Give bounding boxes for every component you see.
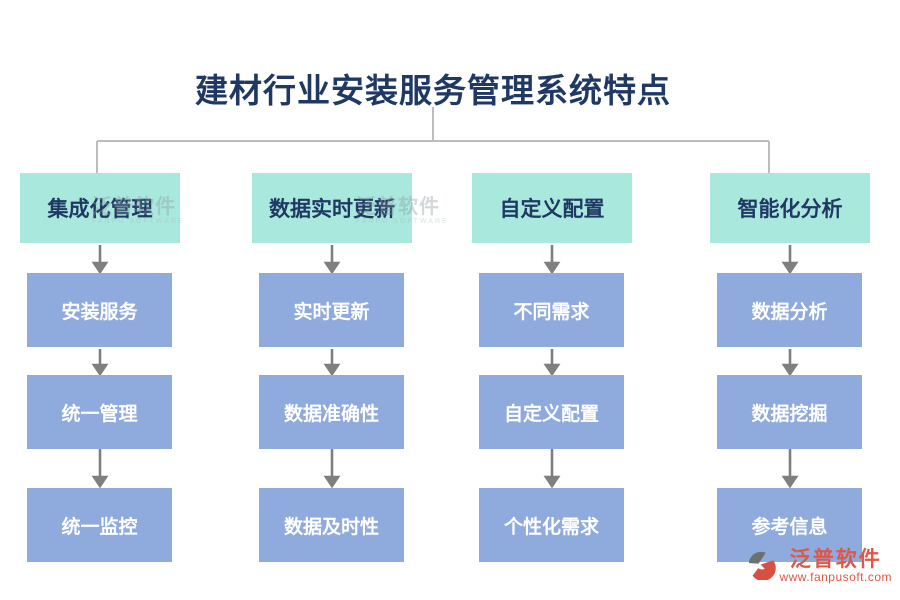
feature-item: 自定义配置	[479, 375, 624, 449]
arrow-down-icon	[323, 349, 341, 377]
feature-header-realtime-data: 数据实时更新	[252, 173, 412, 243]
arrow-down-icon	[323, 449, 341, 489]
feature-header-integration: 集成化管理	[20, 173, 180, 243]
feature-header-smart-analysis: 智能化分析	[710, 173, 870, 243]
arrow-down-icons	[91, 245, 799, 489]
arrow-down-icon	[781, 349, 799, 377]
page-title: 建材行业安装服务管理系统特点	[195, 72, 671, 109]
feature-item: 参考信息	[717, 488, 862, 562]
feature-item: 数据及时性	[259, 488, 404, 562]
feature-item: 数据准确性	[259, 375, 404, 449]
fanpu-logo-icon	[749, 551, 777, 580]
vendor-logo-name: 泛普软件	[789, 548, 882, 571]
feature-item: 统一监控	[27, 488, 172, 562]
feature-item: 个性化需求	[479, 488, 624, 562]
vendor-logo-url: www.fanpusoft.com	[779, 570, 892, 585]
tree-connector	[96, 107, 770, 174]
feature-item: 数据分析	[717, 273, 862, 347]
feature-item: 安装服务	[27, 273, 172, 347]
arrow-down-icon	[543, 449, 561, 489]
arrow-down-icon	[91, 449, 109, 489]
arrow-down-icon	[543, 349, 561, 377]
arrow-down-icon	[781, 449, 799, 489]
feature-header-custom-config: 自定义配置	[472, 173, 632, 243]
arrow-down-icon	[91, 245, 109, 275]
feature-item: 数据挖掘	[717, 375, 862, 449]
arrow-down-icon	[543, 245, 561, 275]
vendor-logo: 泛普软件 www.fanpusoft.com	[746, 548, 892, 584]
arrow-down-icon	[323, 245, 341, 275]
feature-item: 统一管理	[27, 375, 172, 449]
arrow-down-icon	[781, 245, 799, 275]
feature-item: 实时更新	[259, 273, 404, 347]
arrow-down-icon	[91, 349, 109, 377]
feature-item: 不同需求	[479, 273, 624, 347]
